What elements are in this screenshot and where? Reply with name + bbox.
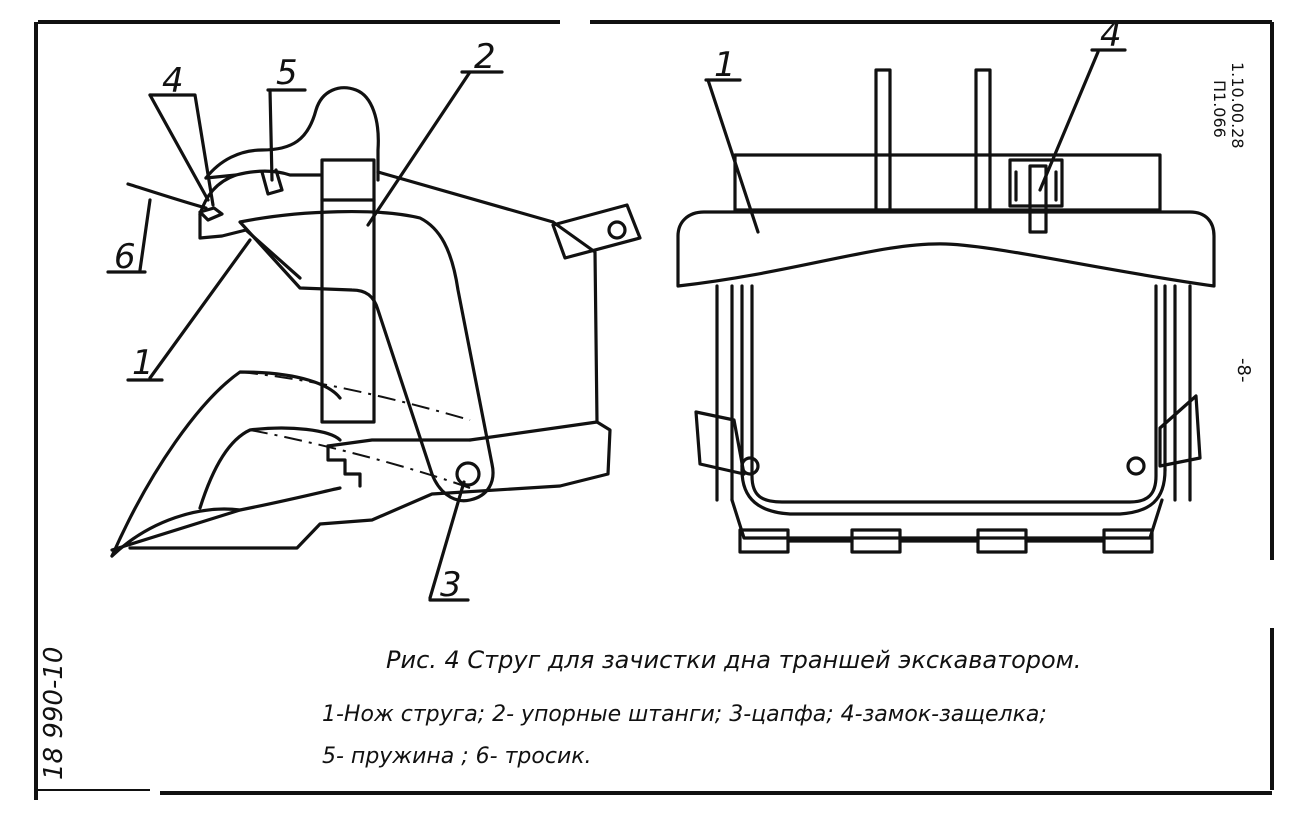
side-view bbox=[106, 70, 642, 602]
side-teeth bbox=[694, 394, 1202, 476]
bucket-body bbox=[128, 220, 612, 550]
left-margin-code: 18 990-10 bbox=[39, 647, 69, 780]
doc-sub-code: П1.066 bbox=[1210, 80, 1229, 138]
callout-4-side: 4 bbox=[162, 61, 184, 101]
cable bbox=[126, 182, 208, 210]
front-knife bbox=[676, 210, 1216, 288]
callout-5: 5 bbox=[276, 53, 298, 93]
legend-line-1: 1-Нож струга; 2- упорные штанги; 3-цапфа… bbox=[322, 702, 1047, 727]
front-bucket bbox=[750, 284, 1158, 504]
support-post bbox=[320, 158, 376, 424]
figure-caption: Рис. 4 Струг для зачистки дна траншей эк… bbox=[386, 646, 1082, 674]
callout-1-front: 1 bbox=[714, 45, 736, 85]
callout-3: 3 bbox=[440, 565, 462, 605]
latch-housing bbox=[198, 86, 380, 280]
front-view bbox=[676, 48, 1216, 554]
front-leaders bbox=[704, 48, 1127, 234]
callout-4-front: 4 bbox=[1100, 15, 1122, 55]
callout-2: 2 bbox=[474, 37, 496, 77]
cutting-knife bbox=[110, 370, 471, 558]
bucket-steps bbox=[326, 444, 362, 488]
thrust-bar bbox=[238, 209, 495, 503]
bucket-bracket bbox=[551, 203, 642, 260]
vertical-rods bbox=[874, 68, 992, 212]
back-plate bbox=[733, 153, 1162, 212]
callout-6: 6 bbox=[114, 237, 136, 277]
sheet-frame bbox=[34, 20, 1274, 800]
page-marker: -8- bbox=[1233, 358, 1254, 382]
side-leaders bbox=[106, 70, 504, 602]
latch-block bbox=[1008, 158, 1064, 234]
side-rails bbox=[715, 284, 1192, 502]
callout-1-side: 1 bbox=[132, 343, 154, 383]
legend-line-2: 5- пружина ; 6- тросик. bbox=[322, 744, 592, 769]
bottom-teeth bbox=[730, 498, 1164, 554]
doc-code: 1.10.00.28 bbox=[1228, 62, 1247, 149]
